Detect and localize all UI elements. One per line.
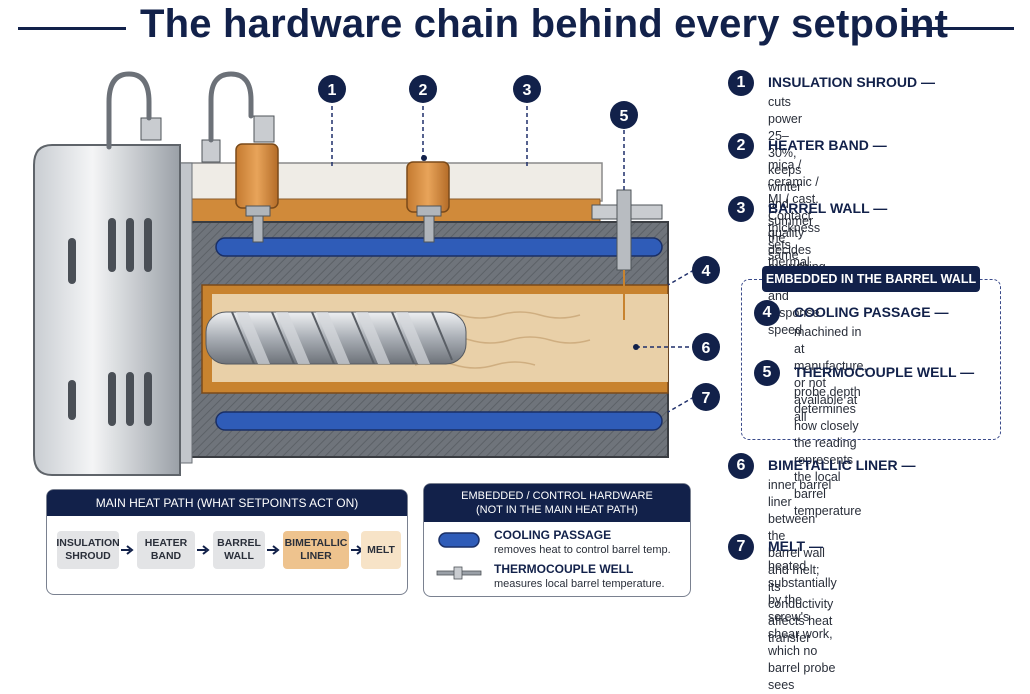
title-row: The hardware chain behind every setpoint — [0, 0, 1030, 56]
marker-3 — [513, 75, 541, 103]
legend-heading-2: HEATER BAND — — [768, 137, 887, 153]
control-item-thermocouple: THERMOCOUPLE WELL measures local barrel … — [494, 562, 665, 590]
control-hardware-title: EMBEDDED / CONTROL HARDWARE (NOT IN THE … — [424, 484, 690, 522]
legend-number-4: 4 — [754, 300, 780, 326]
marker-4-label: 4 — [702, 263, 711, 280]
marker-4 — [692, 256, 720, 284]
marker-1-label: 1 — [328, 82, 337, 99]
legend-desc-5: probe depth determines how closely the r… — [794, 385, 862, 518]
legend-number-6: 6 — [728, 453, 754, 479]
diagram-markers: 1 2 3 5 4 6 7 — [318, 75, 720, 411]
insulation-shroud — [169, 162, 603, 202]
legend-desc-1: cuts power 25–30%, keeps winter and summ… — [768, 95, 814, 262]
heater-band-clamp-1 — [235, 143, 279, 209]
legend-number-1: 1 — [728, 70, 754, 96]
legend-heading-4: COOLING PASSAGE — — [794, 304, 949, 320]
cooling-passage-icon — [438, 532, 480, 548]
legend-desc-7: heated substantially by the screw's shea… — [768, 559, 837, 692]
marker-2-label: 2 — [419, 82, 428, 99]
marker-6-label: 6 — [702, 340, 711, 357]
marker-7-label: 7 — [702, 390, 711, 407]
legend-number-7: 7 — [728, 534, 754, 560]
path-step-barrel-wall: BARREL WALL — [213, 531, 265, 569]
legend-number-5: 5 — [754, 360, 780, 386]
path-step-insulation-shroud: INSULATION SHROUD — [56, 531, 120, 569]
marker-5 — [610, 101, 638, 129]
path-arrow-icon — [197, 545, 210, 555]
page-title: The hardware chain behind every setpoint — [140, 2, 949, 46]
thermocouple-icon — [436, 566, 482, 580]
cooling-passage-lower — [215, 411, 663, 431]
path-step-bimetallic-liner: BIMETALLIC LINER — [283, 531, 349, 569]
title-rule-left — [18, 27, 126, 30]
legend-desc-4: machined in at manufacture, or not avail… — [794, 325, 867, 424]
control-item-thermocouple-desc: measures local barrel temperature. — [494, 578, 665, 590]
legend-heading-3: BARREL WALL — — [768, 200, 888, 216]
control-item-cooling-desc: removes heat to control barrel temp. — [494, 544, 671, 556]
cooling-passage-upper — [215, 237, 663, 257]
barrel-cross-section-diagram: 1 2 3 5 4 6 7 — [33, 71, 720, 476]
path-step-melt: MELT — [361, 531, 401, 569]
thermocouple-probe — [616, 189, 632, 271]
main-heat-path-title: MAIN HEAT PATH (WHAT SETPOINTS ACT ON) — [47, 490, 407, 516]
legend-heading-1: INSULATION SHROUD — — [768, 74, 935, 90]
marker-7 — [692, 383, 720, 411]
control-item-thermocouple-heading: THERMOCOUPLE WELL — [494, 562, 634, 576]
control-item-cooling-heading: COOLING PASSAGE — [494, 528, 612, 542]
marker-1 — [318, 75, 346, 103]
path-arrow-icon — [121, 545, 134, 555]
legend-number-3: 3 — [728, 196, 754, 222]
title-rule-right — [906, 27, 1014, 30]
legend-heading-7: MELT — — [768, 538, 823, 554]
end-cap — [33, 144, 181, 476]
legend-heading-5: THERMOCOUPLE WELL — — [794, 364, 975, 380]
embedded-group-label: EMBEDDED IN THE BARREL WALL — [762, 266, 980, 292]
control-hardware-box: EMBEDDED / CONTROL HARDWARE (NOT IN THE … — [423, 483, 691, 597]
marker-5-label: 5 — [620, 108, 629, 125]
legend-number-2: 2 — [728, 133, 754, 159]
marker-6 — [692, 333, 720, 361]
marker-3-label: 3 — [523, 82, 532, 99]
path-arrow-icon — [267, 545, 280, 555]
main-heat-path-box: MAIN HEAT PATH (WHAT SETPOINTS ACT ON) I… — [46, 489, 408, 595]
marker-2 — [409, 75, 437, 103]
path-step-heater-band: HEATER BAND — [137, 531, 195, 569]
control-item-cooling: COOLING PASSAGE removes heat to control … — [494, 528, 671, 556]
legend-heading-6: BIMETALLIC LINER — — [768, 457, 916, 473]
heater-band-clamp-2 — [406, 161, 450, 213]
